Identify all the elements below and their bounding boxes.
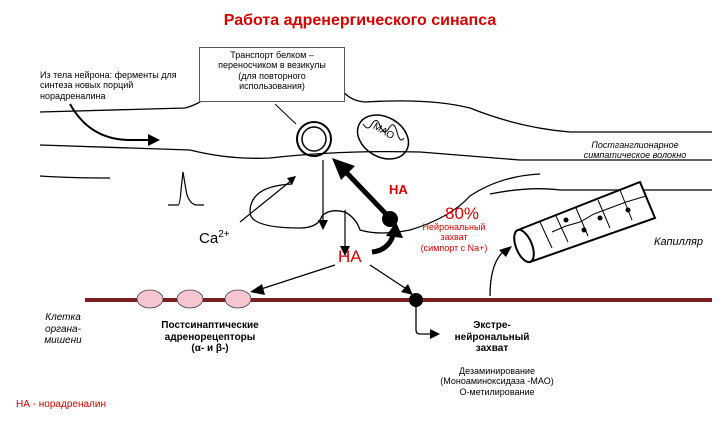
extraneuronal-transporter: [409, 293, 423, 307]
transport-box: Транспорт белком – переносчиком в везику…: [199, 47, 345, 102]
postganglionic-label: Постганглионарное симпатическое волокно: [583, 140, 687, 161]
receptor-binding-arrow-head: [250, 284, 265, 295]
neuronal-uptake-arrow-head: [386, 222, 403, 238]
capillary-arrow: [489, 249, 506, 297]
fiber-upper-outline: [39, 71, 712, 133]
page-title: Работа адренергического синапса: [223, 12, 497, 29]
extraneuronal-path: [415, 307, 432, 335]
synthesis-arrow-head: [148, 134, 160, 146]
extraneuronal-arrow-head: [401, 284, 413, 295]
receptor-2: [176, 289, 204, 309]
target-cell-label: Клетка органа- мишени: [44, 312, 82, 346]
calcium-label: Ca2+: [199, 212, 230, 248]
extraneuronal-label: Экстре- нейрональный захват: [454, 320, 530, 354]
capillary-arrow-head: [499, 246, 512, 257]
synthesis-arrow: [69, 103, 148, 141]
capillary-label: Капилляр: [654, 236, 704, 248]
fiber-lower-outline: [39, 144, 712, 161]
receptor-binding-arrow: [257, 264, 336, 291]
na-cleft-label: НА: [338, 247, 362, 266]
degradation-label: Дезаминирование (Моноаминоксидаза -МАО) …: [440, 366, 554, 397]
mitochondrion-cristae: [362, 120, 405, 141]
transport-label: Транспорт белком – переносчиком в везику…: [218, 50, 326, 92]
calcium-charge: 2+: [218, 229, 230, 241]
synthesis-label: Из тела нейрона: ферменты для синтеза но…: [40, 70, 177, 101]
fiber-stem-left: [39, 175, 111, 179]
calcium-arrow: [239, 179, 293, 223]
vesicle-outer: [296, 121, 332, 157]
action-potential-spike: [168, 171, 204, 206]
neuronal-uptake-label: Нейрональный захват (симпорт с Na+): [420, 222, 488, 253]
postsynaptic-label: Постсинаптические адренорецепторы (α- и …: [161, 320, 259, 354]
vesicle-uptake-arrow-head: [332, 158, 355, 180]
extraneuronal-path-head: [430, 329, 440, 339]
capillary-opening: [513, 228, 535, 264]
capillary-cells: [539, 189, 647, 249]
release-arrow-2-head: [340, 246, 350, 256]
vesicle-uptake-arrow: [342, 168, 388, 216]
transport-pointer: [274, 103, 297, 125]
capillary-outline: [516, 180, 657, 264]
percent-label: 80%: [445, 204, 480, 223]
receptor-3: [224, 289, 252, 309]
receptor-1: [136, 289, 164, 309]
vesicle-inner: [301, 126, 327, 152]
extraneuronal-arrow: [369, 264, 409, 291]
mitochondrion-outline: [356, 114, 410, 160]
fiber-stem-join: [489, 188, 712, 195]
na-upper-label: НА: [389, 182, 408, 197]
legend-label: НА - норадреналин: [16, 399, 106, 410]
calcium-text: Ca: [199, 230, 219, 248]
release-arrow-head: [318, 220, 328, 230]
calcium-arrow-head: [287, 176, 296, 185]
transporter-dot: [382, 211, 398, 227]
